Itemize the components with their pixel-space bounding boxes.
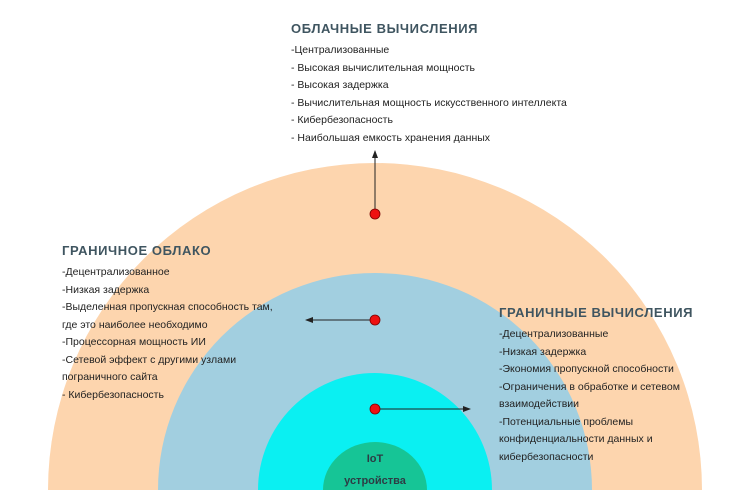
cloud-marker: [369, 208, 381, 220]
edge-cloud-title: ГРАНИЧНОЕ ОБЛАКО: [62, 243, 212, 258]
cloud-computing-list: -Централизованные - Высокая вычислительна…: [291, 42, 567, 147]
edge-computing-list: -Децентрализованные -Низкая задержка -Экон…: [499, 326, 693, 466]
list-item: - Вычислительная мощность искусственного…: [291, 96, 567, 109]
list-item: -Сетевой эффект с другими узлами: [62, 353, 237, 366]
cloud-computing-block: ОБЛАЧНЫЕ ВЫЧИСЛЕНИЯ -Централизованные - В…: [291, 21, 567, 147]
edge-cloud-block: ГРАНИЧНОЕ ОБЛАКО -Децентрализованное -Низ…: [62, 243, 273, 404]
list-item: - Наибольшая емкость хранения данных: [291, 131, 491, 144]
list-item: где это наиболее необходимо: [62, 318, 208, 331]
list-item: -Выделенная пропускная способность там,: [62, 301, 273, 313]
list-item: пограничного сайта: [62, 371, 158, 383]
list-item: -Децентрализованное: [62, 266, 170, 278]
list-item: -Децентрализованные: [499, 328, 609, 340]
iot-devices-label: IoT устройства: [325, 448, 425, 492]
list-item: конфиденциальности данных и: [499, 433, 653, 445]
list-item: взаимодействии: [499, 398, 580, 410]
list-item: -Экономия пропускной способности: [499, 363, 674, 375]
list-item: - Кибербезопасность: [62, 388, 164, 401]
edge-marker: [369, 403, 381, 415]
list-item: -Ограничения в обработке и сетевом: [499, 380, 680, 393]
edge-cloud-list: -Децентрализованное -Низкая задержка -Выде…: [62, 264, 273, 404]
list-item: - Высокая задержка: [291, 79, 389, 91]
list-item: - Высокая вычислительная мощность: [291, 61, 476, 74]
edge-layer: [258, 373, 492, 490]
fog-marker: [369, 314, 381, 326]
list-item: кибербезопасности: [499, 450, 594, 463]
edge-computing-title: ГРАНИЧНЫЕ ВЫЧИСЛЕНИЯ: [499, 305, 694, 320]
list-item: -Потенциальные проблемы: [499, 415, 634, 428]
list-item: -Централизованные: [291, 44, 390, 56]
list-item: -Процессорная мощность ИИ: [62, 336, 206, 348]
list-item: - Кибербезопасность: [291, 114, 393, 126]
iot-core: [323, 442, 427, 490]
cloud-computing-title: ОБЛАЧНЫЕ ВЫЧИСЛЕНИЯ: [291, 21, 479, 36]
edge-computing-block: ГРАНИЧНЫЕ ВЫЧИСЛЕНИЯ -Децентрализованные…: [499, 305, 693, 466]
iot-label-line2: устройства: [344, 475, 406, 487]
iot-label-line1: IoT: [366, 453, 384, 465]
list-item: -Низкая задержка: [62, 283, 150, 296]
list-item: -Низкая задержка: [499, 345, 587, 358]
